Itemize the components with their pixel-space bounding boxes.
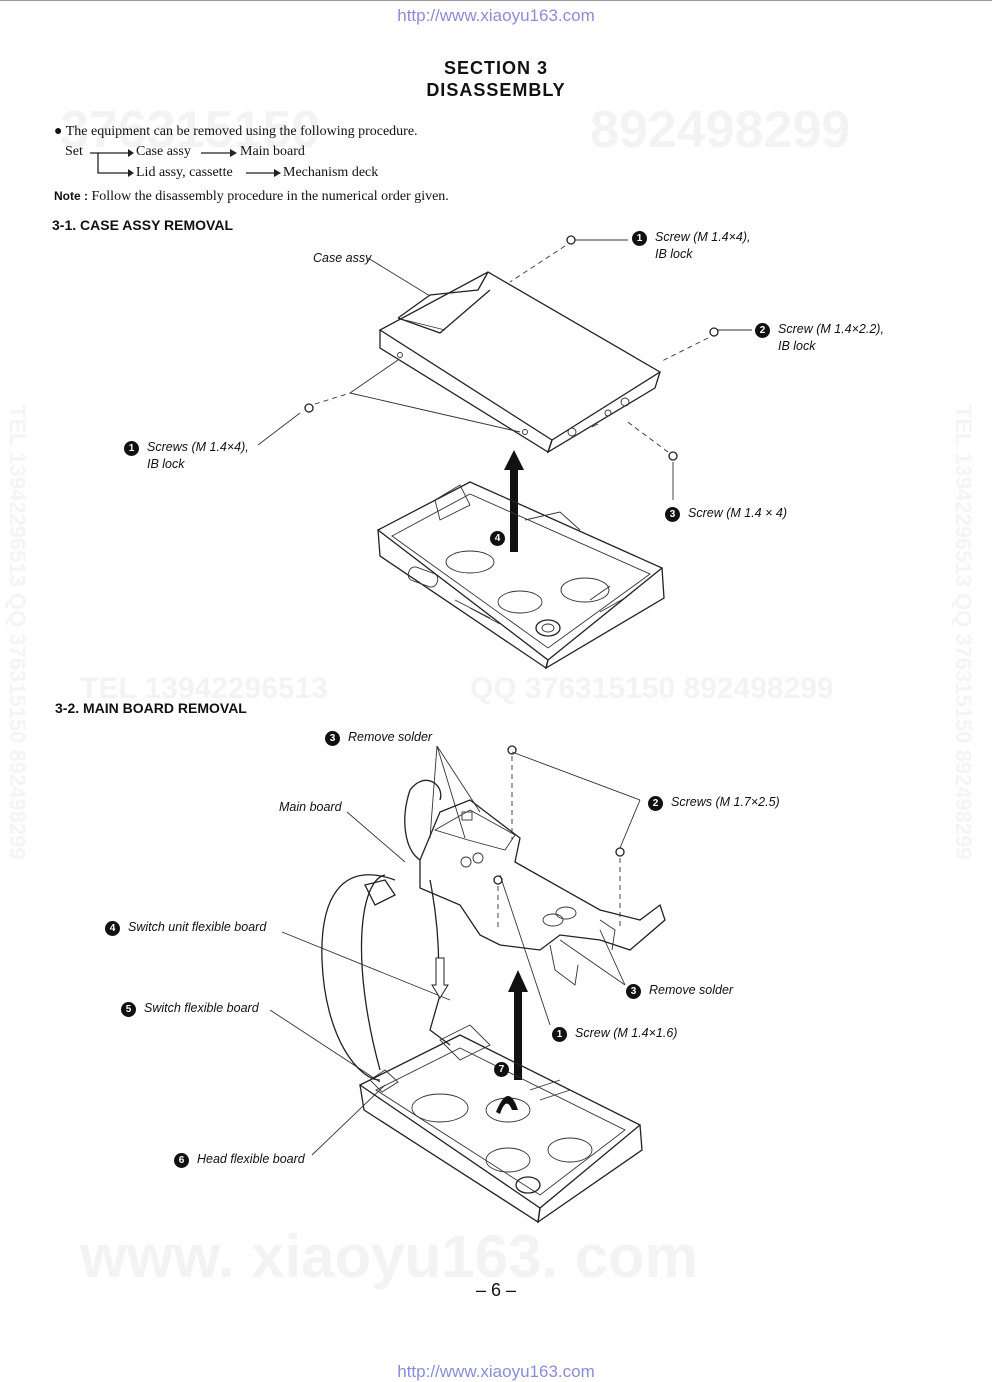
step-4-badge: 4 (490, 531, 505, 546)
section-title: DISASSEMBLY (426, 80, 566, 100)
case-assy-lid-drawing (378, 271, 662, 454)
callout-remove-solder-top: 3 Remove solder (325, 729, 432, 746)
step-1-badge: 1 (124, 441, 139, 456)
callout-text: Remove solder (348, 730, 433, 744)
note-text: Follow the disassembly procedure in the … (91, 189, 449, 204)
callout-text: Switch flexible board (144, 1001, 259, 1015)
top-rule (0, 0, 992, 1)
watermark-side-right: TEL 13942296513 QQ 376315150 892498299 (951, 405, 976, 860)
callout-screw-1-top: 1 Screw (M 1.4×4), IB lock (632, 229, 751, 263)
flexible-board-drawing (321, 779, 451, 1081)
main-board-drawing (419, 799, 666, 986)
watermark-tel: TEL 13942296513 (80, 672, 328, 705)
step-3-badge: 3 (665, 507, 680, 522)
watermark-url-top: http://www.xiaoyu163.com (397, 6, 595, 25)
callout-switch-flex: 5 Switch flexible board (121, 1000, 259, 1017)
label-case-assy: Case assy (313, 251, 372, 265)
flow-case-assy: Case assy (136, 144, 191, 159)
watermark-site: www. xiaoyu163. com (80, 1223, 699, 1290)
note-label: Note : (54, 189, 88, 203)
bullet-dot-icon: ● (54, 124, 63, 139)
callout-text: Screw (M 1.4×4), (655, 230, 751, 244)
step-4-badge: 4 (105, 921, 120, 936)
step-1-badge: 1 (552, 1027, 567, 1042)
step-7-badge: 7 (494, 1062, 509, 1077)
callout-remove-solder-bottom: 3 Remove solder (626, 982, 733, 999)
callout-screws-2: 2 Screws (M 1.7×2.5) (648, 794, 780, 811)
step-2-badge: 2 (755, 323, 770, 338)
callout-text: Screw (M 1.4×1.6) (575, 1026, 678, 1040)
watermark-qq-2: 892498299 (590, 101, 851, 159)
step-1-badge: 1 (632, 231, 647, 246)
callout-text: Screw (M 1.4 × 4) (688, 506, 787, 520)
callout-switch-unit-flex: 4 Switch unit flexible board (105, 919, 266, 936)
flow-arrow-graphic (90, 149, 281, 177)
flow-main-board: Main board (240, 144, 305, 159)
flow-mechanism-deck: Mechanism deck (283, 165, 379, 180)
heading-case-assy-removal: 3-1. CASE ASSY REMOVAL (52, 217, 234, 233)
screw-graphic (257, 235, 752, 500)
callout-text: Screws (M 1.7×2.5) (671, 795, 780, 809)
step-3-badge: 3 (325, 731, 340, 746)
watermark-side-left: TEL 13942296513 QQ 376315150 892498299 (5, 405, 30, 860)
callout-text: Switch unit flexible board (128, 920, 267, 934)
intro-bullet: ● The equipment can be removed using the… (54, 124, 418, 140)
callout-text: Head flexible board (197, 1152, 305, 1166)
callout-text: Screw (M 1.4×2.2), (778, 322, 884, 336)
callout-head-flex: 6 Head flexible board (174, 1151, 305, 1168)
chassis-drawing-1 (376, 481, 665, 670)
callout-screw-2: 2 Screw (M 1.4×2.2), IB lock (755, 321, 884, 355)
heading-main-board-removal: 3-2. MAIN BOARD REMOVAL (55, 700, 247, 716)
watermark-qq-1: 376315150 (60, 101, 321, 159)
page-number: – 6 – (475, 1280, 517, 1300)
callout-text: IB lock (147, 457, 185, 471)
label-main-board: Main board (279, 800, 342, 814)
step-6-badge: 6 (174, 1153, 189, 1168)
callout-screw-1: 1 Screw (M 1.4×1.6) (552, 1025, 677, 1042)
watermark-url-bottom: http://www.xiaoyu163.com (397, 1362, 595, 1381)
callout-screws-1-left: 1 Screws (M 1.4×4), IB lock (124, 439, 249, 473)
callout-text: Remove solder (649, 983, 734, 997)
flow-lid-assy: Lid assy, cassette (136, 165, 233, 180)
callout-text: IB lock (655, 247, 693, 261)
callout-text: Screws (M 1.4×4), (147, 440, 249, 454)
flow-set: Set (65, 144, 83, 159)
watermark-qq-line: QQ 376315150 892498299 (470, 672, 834, 705)
intro-bullet-text: The equipment can be removed using the f… (65, 124, 418, 139)
note: Note : Follow the disassembly procedure … (54, 189, 449, 205)
callout-step-4: 4 (490, 529, 513, 546)
step-2-badge: 2 (648, 796, 663, 811)
step-3-badge: 3 (626, 984, 641, 999)
callout-screw-3: 3 Screw (M 1.4 × 4) (665, 505, 787, 522)
chassis-drawing-2 (358, 1024, 643, 1224)
callout-text: IB lock (778, 339, 816, 353)
step-5-badge: 5 (121, 1002, 136, 1017)
section-number: SECTION 3 (443, 58, 549, 78)
callout-step-7: 7 (494, 1060, 517, 1077)
